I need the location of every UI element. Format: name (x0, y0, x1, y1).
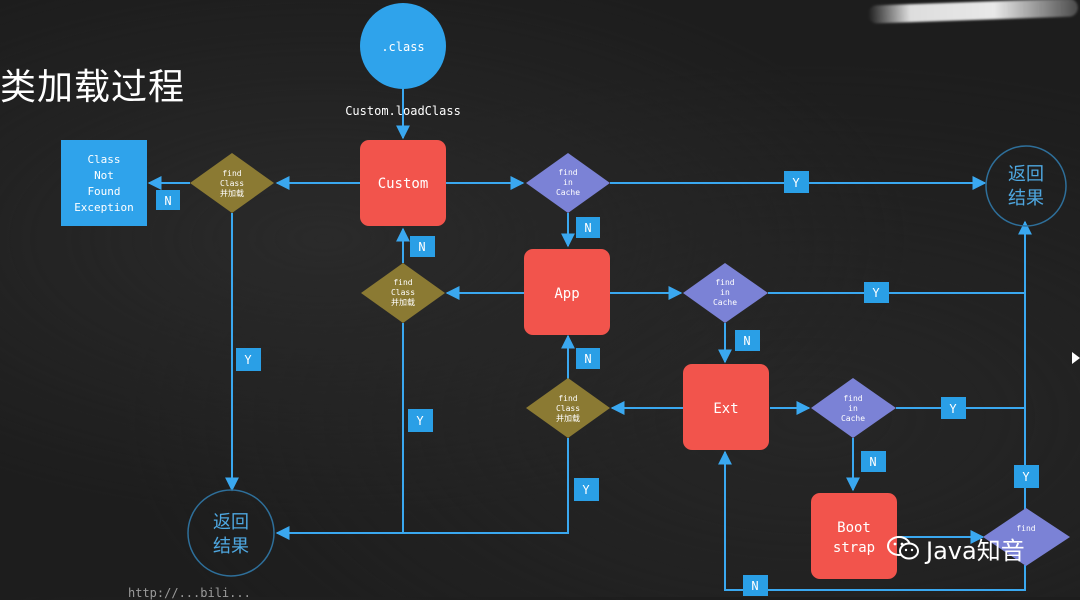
decision-text: in (848, 404, 858, 413)
bootstrap-label-line2: strap (833, 540, 875, 556)
return-result-text: 结果 (1008, 188, 1044, 209)
class-file-label: .class (381, 40, 424, 54)
tag-yes: Y (236, 348, 261, 371)
find-class-custom-decision: find Class 并加载 (190, 153, 274, 213)
decision-text: Cache (713, 298, 737, 307)
decision-text: find (222, 169, 241, 178)
custom-loader-node: Custom (360, 140, 446, 226)
partial-url-text: http://...bili... (128, 586, 251, 600)
decision-text: find (558, 394, 577, 403)
svg-text:N: N (584, 221, 591, 235)
exception-text-line: Found (87, 185, 120, 198)
svg-text:Y: Y (949, 402, 957, 416)
tag-yes: Y (408, 409, 433, 432)
tag-yes: Y (574, 478, 599, 501)
return-result-text: 结果 (213, 536, 249, 557)
svg-text:Y: Y (416, 414, 424, 428)
svg-text:Y: Y (792, 176, 800, 190)
exception-text-line: Not (94, 169, 114, 182)
decision-text: find (1016, 524, 1035, 533)
wechat-icon (886, 534, 920, 562)
tag-no: N (410, 236, 435, 257)
tag-no: N (576, 217, 600, 238)
decision-text: Cache (556, 188, 580, 197)
svg-text:Y: Y (872, 286, 880, 300)
find-in-cache-app-decision: find in Cache (683, 263, 768, 323)
svg-text:N: N (584, 352, 591, 366)
tag-yes: Y (784, 171, 809, 193)
exception-text-line: Class (87, 153, 120, 166)
svg-text:N: N (743, 334, 750, 348)
arrow-findclass3-yes (403, 438, 569, 534)
decision-text: 并加载 (556, 413, 580, 423)
app-loader-label: App (554, 286, 579, 302)
tag-yes: Y (864, 282, 889, 303)
decision-text: find (393, 278, 412, 287)
decision-text: in (563, 178, 573, 187)
decision-text: 并加载 (391, 297, 415, 307)
tag-no: N (735, 330, 760, 351)
arrow-bootfind-no (718, 450, 1026, 591)
svg-text:Y: Y (582, 483, 590, 497)
watermark-text: Java知音 (926, 536, 1025, 565)
bootstrap-loader-node: Boot strap (811, 493, 897, 579)
tag-no: N (743, 575, 768, 596)
decision-text: Class (391, 288, 415, 297)
svg-text:Y: Y (1022, 470, 1030, 484)
tag-no: N (576, 348, 600, 369)
decision-text: find (715, 278, 734, 287)
decision-text: Class (220, 179, 244, 188)
find-in-cache-custom-decision: find in Cache (526, 153, 610, 213)
decision-text: Cache (841, 414, 865, 423)
return-result-bottom-node: 返回 结果 (187, 489, 275, 577)
tag-no: N (156, 190, 180, 210)
return-result-text: 返回 (1008, 164, 1044, 185)
tag-no: N (861, 451, 886, 472)
arrow-findclass2-yes (275, 323, 404, 540)
find-in-cache-ext-decision: find in Cache (811, 378, 896, 438)
return-result-text: 返回 (213, 512, 249, 533)
decision-text: find (558, 168, 577, 177)
decision-text: in (720, 288, 730, 297)
ext-loader-node: Ext (683, 364, 769, 450)
class-not-found-exception-node: Class Not Found Exception (61, 140, 147, 226)
exception-text-line: Exception (74, 201, 134, 214)
svg-text:Y: Y (244, 353, 252, 367)
branch-tags: N N N N N N N Y Y Y Y Y Y Y (156, 171, 1039, 596)
find-class-app-decision: find Class 并加载 (361, 263, 445, 323)
class-file-node: .class (360, 3, 446, 89)
find-bootstrap-decision: find (983, 508, 1070, 566)
svg-text:N: N (418, 240, 425, 254)
svg-text:N: N (751, 579, 758, 593)
ext-loader-label: Ext (713, 401, 738, 417)
decision-text: 并加载 (220, 188, 244, 198)
find-class-ext-decision: find Class 并加载 (526, 378, 610, 438)
svg-text:N: N (164, 194, 171, 208)
svg-text:N: N (869, 455, 876, 469)
load-class-call-label: Custom.loadClass (345, 104, 461, 118)
return-result-top-node: 返回 结果 (985, 145, 1067, 227)
custom-loader-label: Custom (378, 176, 429, 192)
tag-yes: Y (1014, 465, 1039, 488)
flow-arrows (147, 87, 1032, 591)
bootstrap-label-line1: Boot (837, 520, 871, 536)
decision-text: Class (556, 404, 580, 413)
watermark: Java知音 (886, 530, 1025, 566)
decision-text: find (843, 394, 862, 403)
tag-yes: Y (941, 397, 966, 419)
mouse-cursor-icon (1072, 352, 1080, 364)
app-loader-node: App (524, 249, 610, 335)
page-title: 类加载过程 (0, 67, 186, 108)
